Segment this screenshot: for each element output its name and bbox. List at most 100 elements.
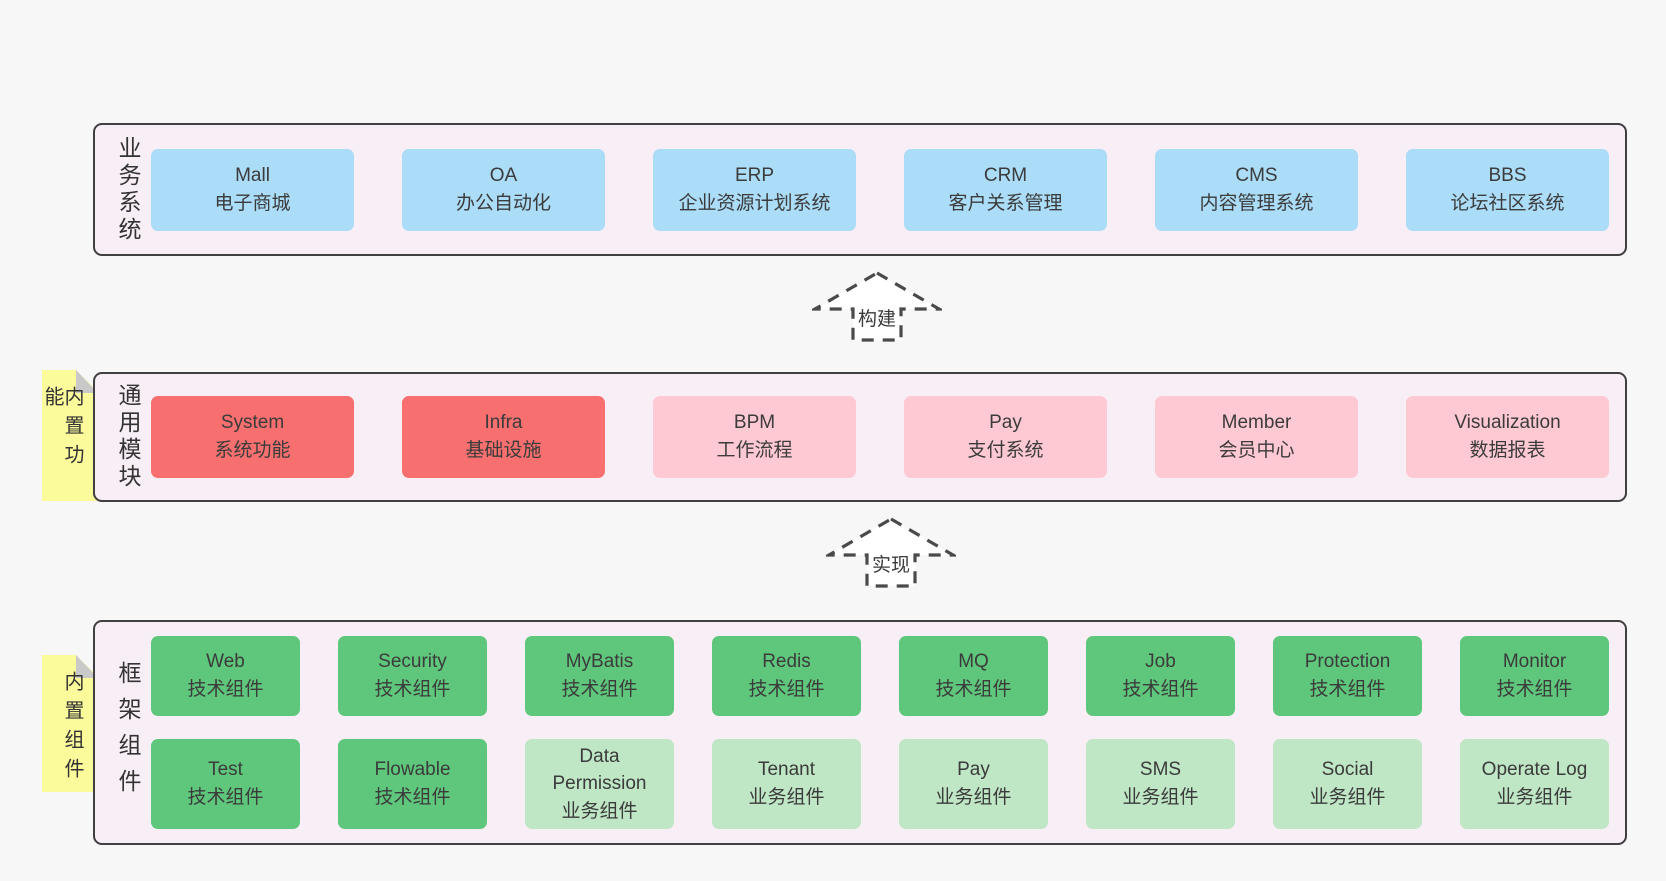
component-box: Job 技术组件: [1086, 635, 1235, 716]
box-desc: 技术组件: [1122, 678, 1199, 700]
implement-arrow: 实现: [826, 516, 956, 590]
component-box: Flowable 技术组件: [338, 738, 487, 830]
box-name: Pay: [957, 759, 990, 781]
box-name: Operate Log: [1481, 759, 1588, 781]
box-desc: 系统功能: [214, 440, 291, 461]
component-box: Protection 技术组件: [1273, 635, 1422, 716]
component-box: Monitor 技术组件: [1460, 635, 1609, 716]
framework-components-boxes: Web 技术组件 Security 技术组件 MyBatis 技术组件 Redi…: [151, 635, 1609, 830]
business-systems-boxes: Mall 电子商城 OA 办公自动化 ERP 企业资源计划系统 CRM 客户关系…: [151, 148, 1609, 231]
module-box: Pay 支付系统: [904, 396, 1107, 478]
box-desc: 技术组件: [187, 786, 264, 808]
box-desc: 客户关系管理: [948, 192, 1063, 214]
component-box: Social 业务组件: [1273, 738, 1422, 830]
box-desc: 数据报表: [1469, 440, 1546, 461]
dashed-up-arrow-icon: [812, 271, 942, 342]
box-name: Flowable: [374, 759, 451, 781]
box-desc: 技术组件: [935, 678, 1012, 700]
component-box: Web 技术组件: [151, 635, 300, 716]
box-name: Security: [378, 651, 447, 673]
implement-arrow-label: 实现: [868, 554, 914, 579]
system-box: BBS 论坛社区系统: [1406, 148, 1609, 231]
box-name: Test: [208, 759, 243, 781]
box-desc: 技术组件: [374, 678, 451, 700]
system-box: CMS 内容管理系统: [1155, 148, 1358, 231]
system-box: ERP 企业资源计划系统: [653, 148, 856, 231]
component-box: Pay 业务组件: [899, 738, 1048, 830]
box-desc: 技术组件: [748, 678, 825, 700]
box-desc: 业务组件: [748, 786, 825, 808]
business-systems-layer-label: 业务系统: [115, 135, 141, 244]
system-box: Mall 电子商城: [151, 148, 354, 231]
box-desc: 办公自动化: [455, 192, 551, 214]
component-box: Data Permission 业务组件: [525, 738, 674, 830]
box-desc: 基础设施: [465, 440, 542, 461]
common-modules-layer-label: 通用模块: [115, 383, 141, 491]
component-box: Tenant 业务组件: [712, 738, 861, 830]
box-desc: 业务组件: [935, 786, 1012, 808]
box-desc: 技术组件: [1309, 678, 1386, 700]
box-desc: 会员中心: [1218, 440, 1295, 461]
builtin-features-tag: 内置功能: [41, 370, 100, 501]
box-desc: 技术组件: [561, 678, 638, 700]
box-name: BPM: [733, 412, 776, 434]
build-arrow: 构建: [812, 270, 942, 344]
box-name: Social: [1321, 759, 1374, 781]
box-name: SMS: [1139, 759, 1182, 781]
common-modules-boxes: System 系统功能 Infra 基础设施 BPM 工作流程 Pay 支付系统: [151, 396, 1609, 478]
box-name: Protection: [1304, 651, 1391, 673]
module-box: System 系统功能: [151, 396, 354, 478]
box-desc: 技术组件: [374, 786, 451, 808]
box-desc: 企业资源计划系统: [678, 192, 831, 214]
box-name: Visualization: [1454, 412, 1561, 434]
system-box: OA 办公自动化: [402, 148, 605, 231]
component-box: Test 技术组件: [151, 738, 300, 830]
box-name: Mall: [235, 164, 270, 186]
box-name: OA: [489, 164, 518, 186]
box-desc: 工作流程: [716, 440, 793, 461]
component-box: MyBatis 技术组件: [525, 635, 674, 716]
box-desc: 内容管理系统: [1199, 192, 1314, 214]
dashed-up-arrow-icon: [826, 517, 956, 588]
box-name: Pay: [989, 412, 1022, 434]
box-desc: 业务组件: [1496, 786, 1573, 808]
box-desc: 支付系统: [967, 440, 1044, 461]
module-box: BPM 工作流程: [653, 396, 856, 478]
box-name: MyBatis: [565, 651, 634, 673]
component-box: SMS 业务组件: [1086, 738, 1235, 830]
builtin-features-tag-label: 内置功能: [41, 386, 83, 473]
business-systems-layer: 业务系统 Mall 电子商城 OA 办公自动化 ERP 企业资源计划系统: [93, 123, 1627, 256]
box-name: Monitor: [1502, 651, 1567, 673]
box-name: MQ: [958, 651, 989, 673]
box-desc: 业务组件: [1309, 786, 1386, 808]
framework-components-layer: 框架组件 Web 技术组件 Security 技术组件 MyBatis 技术组件: [93, 620, 1627, 845]
box-name: Infra: [484, 412, 523, 434]
box-name: CRM: [983, 164, 1028, 186]
module-box: Visualization 数据报表: [1406, 396, 1609, 478]
box-desc: 电子商城: [214, 192, 291, 214]
box-name: CMS: [1235, 164, 1278, 186]
common-modules-layer: 通用模块 System 系统功能 Infra 基础设施 BPM 工作流程: [93, 372, 1627, 502]
box-name: BBS: [1488, 164, 1527, 186]
box-name: Data Permission: [552, 745, 647, 795]
box-desc: 业务组件: [1122, 786, 1199, 808]
box-name: Job: [1145, 651, 1176, 673]
component-box: MQ 技术组件: [899, 635, 1048, 716]
box-name: Tenant: [757, 759, 816, 781]
box-name: ERP: [734, 164, 775, 186]
box-desc: 业务组件: [561, 800, 638, 822]
component-box: Redis 技术组件: [712, 635, 861, 716]
builtin-components-tag-label: 内置组件: [61, 671, 83, 787]
box-desc: 技术组件: [187, 678, 264, 700]
box-name: Member: [1221, 412, 1292, 434]
component-box: Operate Log 业务组件: [1460, 738, 1609, 830]
box-desc: 技术组件: [1496, 678, 1573, 700]
module-box: Infra 基础设施: [402, 396, 605, 478]
framework-components-layer-label: 框架组件: [115, 660, 141, 805]
builtin-components-tag: 内置组件: [42, 655, 100, 792]
box-name: Web: [206, 651, 245, 673]
build-arrow-label: 构建: [854, 308, 900, 333]
component-box: Security 技术组件: [338, 635, 487, 716]
box-desc: 论坛社区系统: [1450, 192, 1565, 214]
